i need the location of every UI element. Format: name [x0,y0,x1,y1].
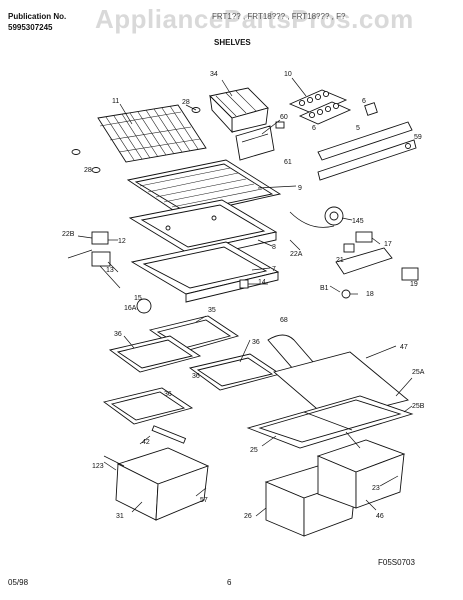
part-label-6a: 6 [362,98,366,105]
egg-tray-10 [288,89,352,125]
part-label-5: 5 [356,125,360,132]
part-label-57: 57 [200,497,208,504]
part-label-21: 21 [336,257,344,264]
shelf-clip-28b-upper [71,149,81,155]
glass-shelf-36a [108,335,202,373]
part-label-12: 12 [118,238,126,245]
part-label-14: 14 [258,279,266,286]
crisper-drawer-46 [316,439,406,509]
part-label-25: 25 [250,447,258,454]
watermark: AppliancePartsPros.com [95,4,414,34]
crisper-frame-25 [246,395,414,449]
rail-42 [151,425,187,444]
part-label-26: 26 [244,513,252,520]
footer-date: 05/98 [8,578,29,587]
part-label-42: 42 [142,439,150,446]
part-label-13: 13 [106,267,114,274]
part-label-46: 46 [376,513,384,520]
glass-shelf-9 [126,159,282,217]
cap-15 [136,298,152,314]
part-label-11: 11 [112,98,119,105]
crisper-drawer-31 [103,447,210,521]
part-label-25a: 25A [412,369,425,376]
part-label-25b: 25B [412,403,425,410]
shelf-rail-5 [317,102,417,181]
wire-shelf-11 [97,104,207,163]
part-label-19: 19 [410,281,418,288]
part-label-68: 68 [280,317,288,324]
part-label-145: 145 [352,218,364,225]
part-label-22b: 22B [62,231,75,238]
part-label-36a: 36 [114,331,122,338]
part-label-28a: 28 [182,99,190,106]
part-label-10: 10 [284,71,292,78]
part-label-9: 9 [298,185,302,192]
part-label-b1: B1 [320,285,329,292]
glass-shelf-36b [188,353,282,391]
part-label-123: 123 [92,463,104,470]
part-label-22a: 22A [290,251,303,258]
part-label-17: 17 [384,241,392,248]
bracket-assembly-22b [67,231,121,289]
part-label-36b: 36 [252,339,260,346]
part-label-47: 47 [400,344,408,351]
hinge-14 [239,279,249,289]
section-title: SHELVES [214,38,251,47]
part-label-61: 61 [284,159,292,166]
part-label-59: 59 [414,134,422,141]
part-label-18: 18 [366,291,374,298]
part-label-36c: 36 [192,373,200,380]
part-label-7: 7 [272,266,276,273]
model-line: FRT1?? , FRT18??? , FRT18??? , F? [212,12,346,21]
part-label-8: 8 [272,244,276,251]
part-label-28b: 28 [84,167,92,174]
leader-lines [77,77,413,517]
part-label-60: 60 [280,114,288,121]
glass-shelf-36c [102,387,194,425]
part-label-36d: 36 [164,391,172,398]
shelf-clip-28b-lower [91,167,101,173]
part-label-34: 34 [210,71,218,78]
shelf-frame-7 [130,241,280,303]
basket-34 [209,87,269,134]
part-label-15: 15 [134,295,142,302]
part-label-16a: 16A [124,305,137,312]
footer-page-number: 6 [227,578,232,587]
publication-number: 5995307245 [8,23,53,32]
part-label-23: 23 [372,485,380,492]
part-label-31: 31 [116,513,124,520]
slide-cover-61 [235,121,285,161]
figure-code: F05S0703 [378,558,415,567]
control-assembly-17 [289,206,419,299]
part-label-6b: 6 [312,125,316,132]
part-label-35: 35 [208,307,216,314]
publication-label: Publication No. [8,12,67,21]
